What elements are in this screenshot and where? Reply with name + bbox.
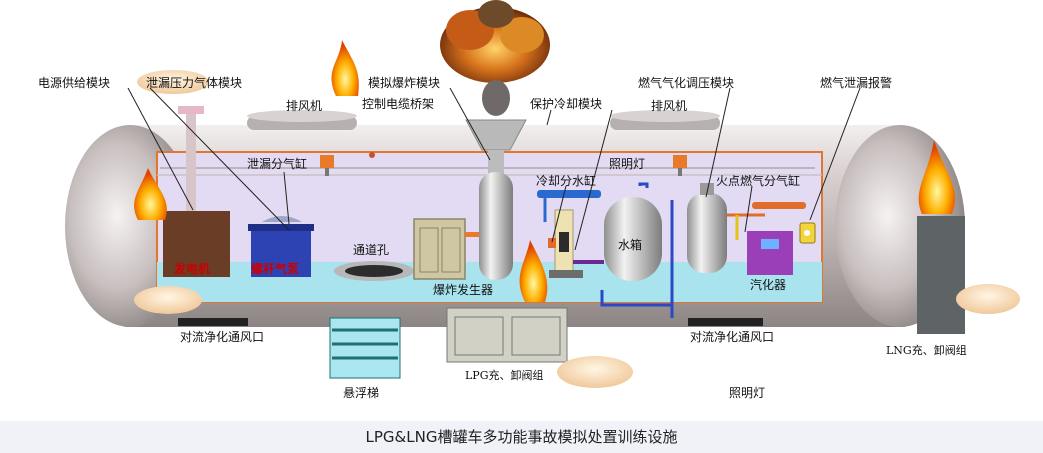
- lng-valve-column-icon: [917, 216, 965, 334]
- label-explosion-generator: 爆炸发生器: [433, 283, 494, 297]
- explosion-generator-icon: [465, 119, 527, 280]
- label-gas-regulator-module: 燃气气化调压模块: [638, 76, 735, 90]
- label-exhaust-fan-right: 排风机: [651, 99, 688, 113]
- vaporizer-icon: [747, 231, 793, 275]
- label-vent-right: 对流净化通风口: [690, 330, 775, 344]
- label-gas-alarm: 燃气泄漏报警: [820, 76, 893, 90]
- vent-right-grille: [688, 318, 763, 326]
- cooling-manifold-icon: [537, 190, 601, 222]
- label-leak-module: 泄漏压力气体模块: [146, 76, 243, 90]
- label-cooling-manifold: 冷却分水缸: [536, 174, 597, 188]
- label-generator: 发电机: [174, 262, 211, 276]
- label-lighting-bottom: 照明灯: [729, 386, 766, 400]
- label-leak-manifold: 泄漏分气缸: [247, 157, 308, 171]
- label-lighting-top: 照明灯: [609, 157, 646, 171]
- exhaust-fan-left-icon: [247, 110, 357, 130]
- diagram-canvas: 电源供给模块 泄漏压力气体模块 排风机 控制电缆桥架 模拟爆炸模块 保护冷却模块…: [38, 0, 1020, 400]
- gas-cylinder-icon: [687, 183, 727, 273]
- label-cooling-module: 保护冷却模块: [530, 97, 603, 111]
- diagram-title: LPG&LNG槽罐车多功能事故模拟处置训练设施: [365, 428, 678, 446]
- fire-icon: [134, 40, 956, 302]
- control-cabinet-icon: [413, 218, 479, 280]
- leader-lines: [127, 87, 861, 251]
- generator-icon: [163, 106, 230, 277]
- smoke-cloud-icon: [134, 70, 1020, 388]
- screw-pump-icon: [248, 216, 314, 277]
- gas-alarm-icon: [799, 222, 816, 244]
- label-ladder: 悬浮梯: [343, 386, 380, 400]
- label-vaporizer: 汽化器: [750, 278, 787, 292]
- ignition-manifold-icon: [727, 202, 806, 240]
- label-explosion-module: 模拟爆炸模块: [368, 76, 441, 90]
- caption-bar: LPG&LNG槽罐车多功能事故模拟处置训练设施: [0, 421, 1043, 453]
- lpg-valve-cabinet-icon: [446, 307, 568, 363]
- ladder-icon: [329, 317, 401, 379]
- explosion-cloud-icon: [440, 0, 550, 116]
- label-cable-tray: 控制电缆桥架: [362, 97, 435, 111]
- label-vent-left: 对流净化通风口: [180, 330, 265, 344]
- lighting-top-icon: [673, 155, 687, 176]
- label-passage-hole: 通道孔: [353, 243, 390, 257]
- cooling-pump-icon: [548, 209, 583, 278]
- exhaust-fan-right-icon: [610, 110, 720, 130]
- passage-hole-icon: [334, 261, 414, 281]
- tank-diagram-svg: [65, 0, 1020, 388]
- water-tank-icon: [604, 197, 662, 281]
- label-water-tank: 水箱: [618, 238, 643, 252]
- label-exhaust-fan-left: 排风机: [286, 99, 323, 113]
- label-leak-pump: 螺杆气泵: [251, 262, 300, 276]
- label-ignition-manifold: 火点燃气分气缸: [716, 174, 801, 188]
- leak-manifold-nozzle-icon: [320, 155, 334, 176]
- vent-left-grille: [178, 318, 248, 326]
- label-lng-valves: LNG充、卸阀组: [886, 344, 967, 357]
- label-power-module: 电源供给模块: [38, 76, 111, 90]
- label-lpg-valves: LPG充、卸阀组: [465, 369, 544, 382]
